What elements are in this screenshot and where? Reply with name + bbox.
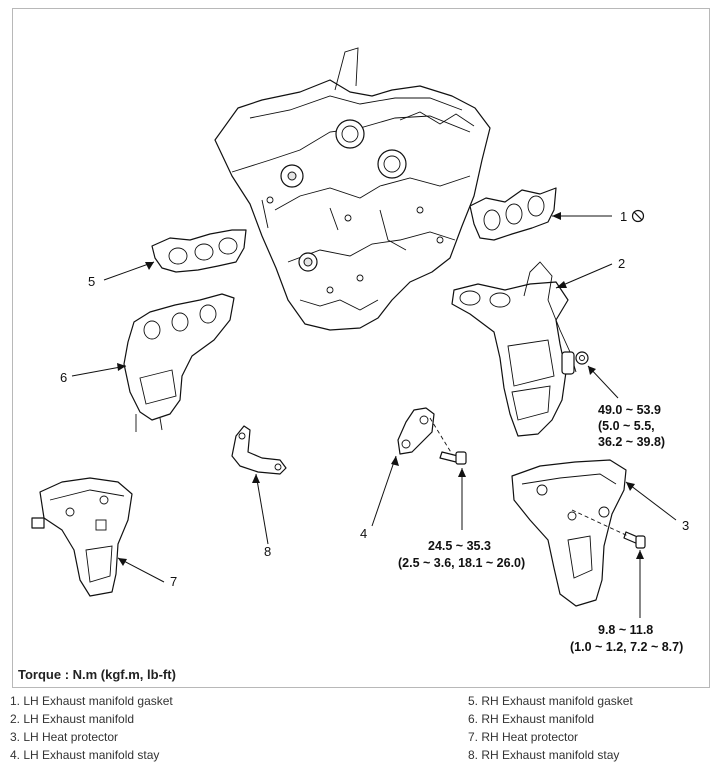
torque-text: 24.5 ~ 35.3 xyxy=(428,539,491,553)
protector-bolt xyxy=(623,531,646,549)
callout-5: 5 xyxy=(88,274,95,289)
torque-text: (2.5 ~ 3.6, 18.1 ~ 26.0) xyxy=(398,556,525,570)
leader-lines xyxy=(71,215,677,618)
legend-item: 8. RH Exhaust manifold stay xyxy=(468,748,620,762)
legend-item: 7. RH Heat protector xyxy=(468,730,579,744)
callout-2: 2 xyxy=(618,256,625,271)
engine-block xyxy=(214,47,491,331)
callout-7: 7 xyxy=(170,574,177,589)
legend-item: 6. RH Exhaust manifold xyxy=(468,712,595,726)
legend-item: 2. LH Exhaust manifold xyxy=(10,712,135,726)
stay-bolt xyxy=(439,451,467,465)
callout-1: 1 xyxy=(620,209,627,224)
prohibition-icon xyxy=(631,209,645,223)
torque-protector-bolt: 9.8 ~ 11.8 (1.0 ~ 1.2, 7.2 ~ 8.7) xyxy=(570,623,683,654)
legend-item: 3. LH Heat protector xyxy=(10,730,119,744)
callout-6: 6 xyxy=(60,370,67,385)
diagram-frame xyxy=(12,8,710,688)
rh-exhaust-manifold-gasket xyxy=(151,229,247,273)
callout-3: 3 xyxy=(682,518,689,533)
legend-item: 1. LH Exhaust manifold gasket xyxy=(10,694,173,708)
lh-exhaust-manifold-gasket xyxy=(469,187,557,241)
exploded-diagram: 1 2 3 4 5 6 7 8 49.0 ~ 53.9 (5.0 ~ 5.5, … xyxy=(31,47,689,654)
lh-exhaust-manifold xyxy=(451,261,577,437)
torque-text: (5.0 ~ 5.5, xyxy=(598,419,655,433)
legend-item: 4. LH Exhaust manifold stay xyxy=(10,748,160,762)
torque-text: 9.8 ~ 11.8 xyxy=(598,623,653,637)
torque-stay-bolt: 24.5 ~ 35.3 (2.5 ~ 3.6, 18.1 ~ 26.0) xyxy=(398,539,525,570)
callout-8: 8 xyxy=(264,544,271,559)
rh-heat-protector xyxy=(31,477,133,597)
legend-column-left: 1. LH Exhaust manifold gasket 2. LH Exha… xyxy=(10,692,173,764)
arrowheads xyxy=(117,212,644,566)
legend-column-right: 5. RH Exhaust manifold gasket 6. RH Exha… xyxy=(468,692,633,764)
legend-item: 5. RH Exhaust manifold gasket xyxy=(468,694,633,708)
lh-heat-protector xyxy=(511,459,627,607)
torque-text: (1.0 ~ 1.2, 7.2 ~ 8.7) xyxy=(570,640,683,654)
lh-exhaust-manifold-stay xyxy=(397,407,435,455)
torque-text: 36.2 ~ 39.8) xyxy=(598,435,665,449)
torque-manifold-nut: 49.0 ~ 53.9 (5.0 ~ 5.5, 36.2 ~ 39.8) xyxy=(598,403,665,449)
rh-exhaust-manifold xyxy=(123,293,235,432)
torque-text: 49.0 ~ 53.9 xyxy=(598,403,661,417)
manifold-nut xyxy=(575,351,589,365)
torque-unit-title: Torque : N.m (kgf.m, lb-ft) xyxy=(18,667,176,682)
rh-exhaust-manifold-stay xyxy=(231,425,287,475)
callout-4: 4 xyxy=(360,526,367,541)
